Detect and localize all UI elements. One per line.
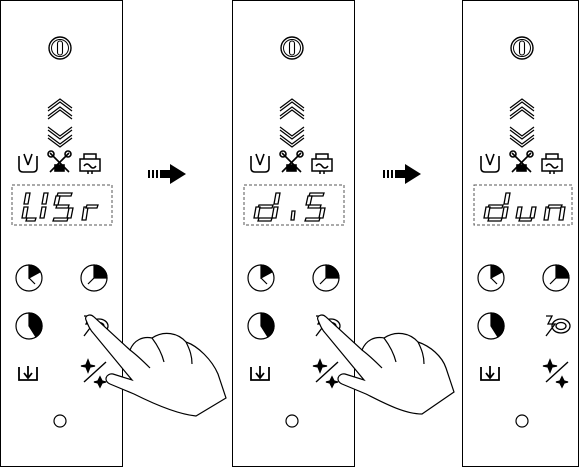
service-tools-icon (279, 150, 304, 173)
power-button-icon[interactable] (280, 36, 304, 60)
service-tools-icon (509, 150, 534, 173)
display-readout (21, 192, 99, 222)
timer-2-icon[interactable] (312, 264, 340, 292)
drain-icon[interactable] (18, 366, 38, 381)
sequence-arrow-1 (148, 164, 186, 184)
double-chevron-up-icon[interactable] (509, 98, 535, 120)
control-panel-2 (232, 0, 455, 467)
timer-2-icon[interactable] (542, 264, 570, 292)
sequence-arrow-2 (383, 164, 421, 184)
indicator-circle-icon (285, 414, 299, 428)
double-chevron-down-icon[interactable] (509, 126, 535, 148)
power-button-icon[interactable] (510, 36, 534, 60)
control-panel-3 (462, 0, 579, 467)
drain-icon[interactable] (480, 366, 500, 381)
water-tank-icon (311, 153, 333, 174)
timer-1-icon[interactable] (247, 264, 275, 292)
timer-1-icon[interactable] (477, 264, 505, 292)
timer-3-icon[interactable] (477, 312, 505, 340)
basin-icon (480, 153, 500, 173)
timer-2-icon[interactable] (80, 264, 108, 292)
timer-3-icon[interactable] (247, 312, 275, 340)
double-chevron-down-icon[interactable] (279, 126, 305, 148)
indicator-circle-icon (515, 414, 529, 428)
control-panel-1 (0, 0, 227, 467)
basin-icon (18, 153, 38, 173)
water-tank-icon (79, 153, 101, 174)
touching-hand-icon (85, 314, 227, 417)
indicator-circle-icon (53, 414, 67, 428)
sanitize-icon[interactable] (80, 358, 107, 389)
power-button-icon[interactable] (48, 36, 72, 60)
double-chevron-down-icon[interactable] (47, 126, 73, 148)
drain-icon[interactable] (250, 366, 270, 381)
service-tools-icon (47, 150, 72, 173)
timer-3-icon[interactable] (15, 312, 43, 340)
water-tank-icon (541, 153, 563, 174)
touching-hand-icon (317, 314, 455, 415)
sanitize-icon[interactable] (312, 358, 339, 389)
display-readout (483, 192, 566, 222)
basin-icon (250, 153, 270, 173)
sanitize-icon[interactable] (542, 358, 569, 389)
double-chevron-up-icon[interactable] (47, 98, 73, 120)
display-readout (253, 192, 326, 222)
express-wash-icon[interactable] (545, 315, 571, 337)
double-chevron-up-icon[interactable] (279, 98, 305, 120)
timer-1-icon[interactable] (15, 264, 43, 292)
